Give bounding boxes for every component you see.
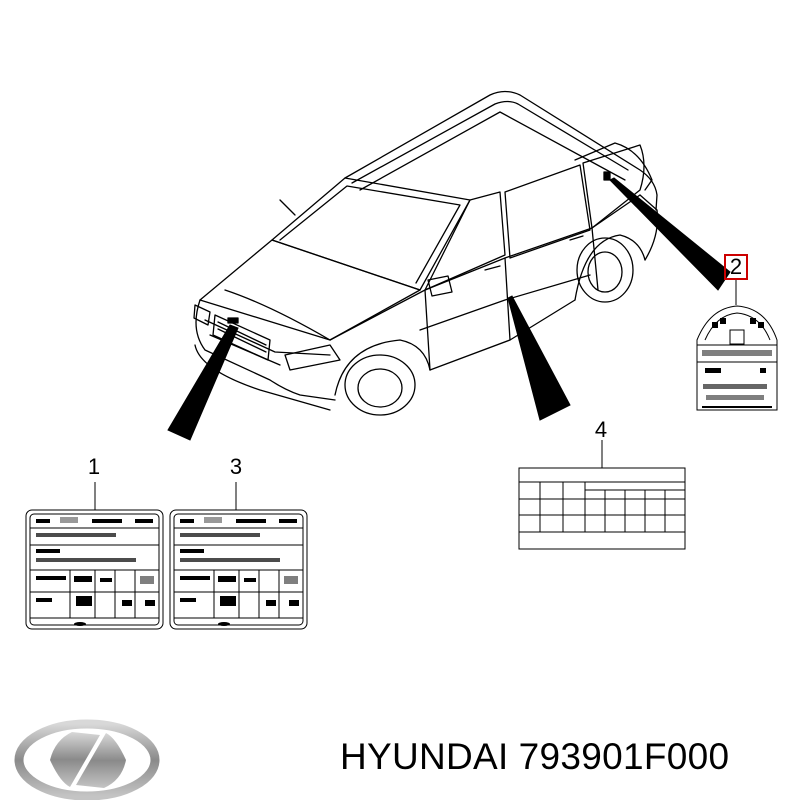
label-3-panel: [169, 482, 308, 630]
callout-3-number: 3: [230, 454, 242, 479]
label-2-sticker: [696, 254, 778, 411]
brand-name: HYUNDAI: [340, 736, 509, 777]
leader-wedges: [167, 177, 731, 441]
callout-2-number: 2: [730, 254, 742, 279]
car-outline: [193, 90, 659, 416]
hyundai-logo: [14, 719, 160, 801]
part-number: 793901F000: [518, 736, 730, 777]
callout-4-number: 4: [595, 417, 607, 442]
callout-1-number: 1: [88, 454, 100, 479]
label-1-panel: [25, 482, 164, 630]
label-4-table: [518, 440, 686, 550]
callout-2-highlight-box: [724, 254, 748, 280]
